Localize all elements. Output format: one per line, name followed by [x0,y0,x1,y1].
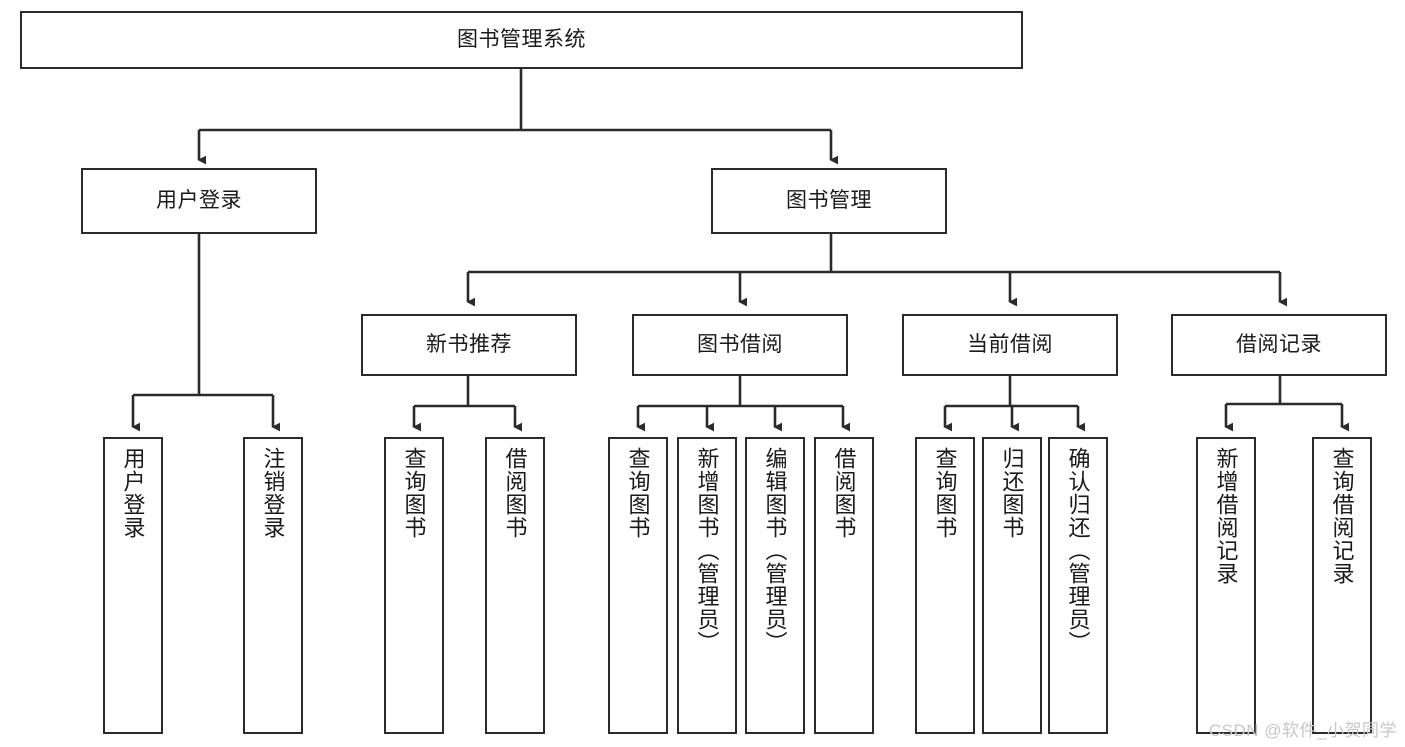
node-book-borrow-label: 图书借阅 [697,333,783,357]
node-book-borrow[interactable]: 图书借阅 [632,314,848,376]
node-borrow-record-label: 借阅记录 [1236,333,1322,357]
node-new-book-recommend[interactable]: 新书推荐 [361,314,577,376]
node-root[interactable]: 图书管理系统 [20,11,1023,69]
node-borrow-record[interactable]: 借阅记录 [1171,314,1387,376]
node-leaf-borrow-book-2[interactable]: 借阅图书 [814,437,874,734]
node-leaf-add-record-label: 新增借阅记录 [1213,447,1239,585]
node-book-manage-label: 图书管理 [786,189,872,213]
node-leaf-query-book-2-label: 查询图书 [625,447,651,539]
node-leaf-user-login[interactable]: 用户登录 [103,437,163,734]
node-leaf-user-login-label: 用户登录 [120,447,146,539]
node-leaf-query-book-3[interactable]: 查询图书 [915,437,975,734]
node-leaf-confirm-return-label: 确认归还（管理员） [1065,447,1091,654]
node-user-login-label: 用户登录 [156,189,242,213]
node-leaf-query-record[interactable]: 查询借阅记录 [1312,437,1372,734]
node-leaf-user-logout[interactable]: 注销登录 [243,437,303,734]
node-leaf-return-book[interactable]: 归还图书 [982,437,1042,734]
node-leaf-borrow-book-1-label: 借阅图书 [502,447,528,539]
node-leaf-query-book-1-label: 查询图书 [401,447,427,539]
node-leaf-add-record[interactable]: 新增借阅记录 [1196,437,1256,734]
node-leaf-user-logout-label: 注销登录 [260,447,286,539]
node-leaf-add-book-label: 新增图书（管理员） [694,447,720,654]
node-leaf-edit-book-label: 编辑图书（管理员） [762,447,788,654]
node-new-book-recommend-label: 新书推荐 [426,333,512,357]
node-current-borrow-label: 当前借阅 [967,333,1053,357]
node-leaf-confirm-return[interactable]: 确认归还（管理员） [1048,437,1108,734]
node-leaf-query-book-2[interactable]: 查询图书 [608,437,668,734]
node-leaf-borrow-book-1[interactable]: 借阅图书 [485,437,545,734]
node-leaf-edit-book[interactable]: 编辑图书（管理员） [745,437,805,734]
csdn-watermark: CSDN @软件_小贺同学 [1208,721,1397,740]
node-leaf-query-record-label: 查询借阅记录 [1329,447,1355,585]
node-book-manage[interactable]: 图书管理 [711,168,947,234]
node-leaf-query-book-3-label: 查询图书 [932,447,958,539]
node-leaf-borrow-book-2-label: 借阅图书 [831,447,857,539]
node-root-label: 图书管理系统 [457,28,586,52]
node-leaf-return-book-label: 归还图书 [999,447,1025,539]
node-leaf-query-book-1[interactable]: 查询图书 [384,437,444,734]
node-leaf-add-book[interactable]: 新增图书（管理员） [677,437,737,734]
node-current-borrow[interactable]: 当前借阅 [902,314,1118,376]
node-user-login[interactable]: 用户登录 [81,168,317,234]
